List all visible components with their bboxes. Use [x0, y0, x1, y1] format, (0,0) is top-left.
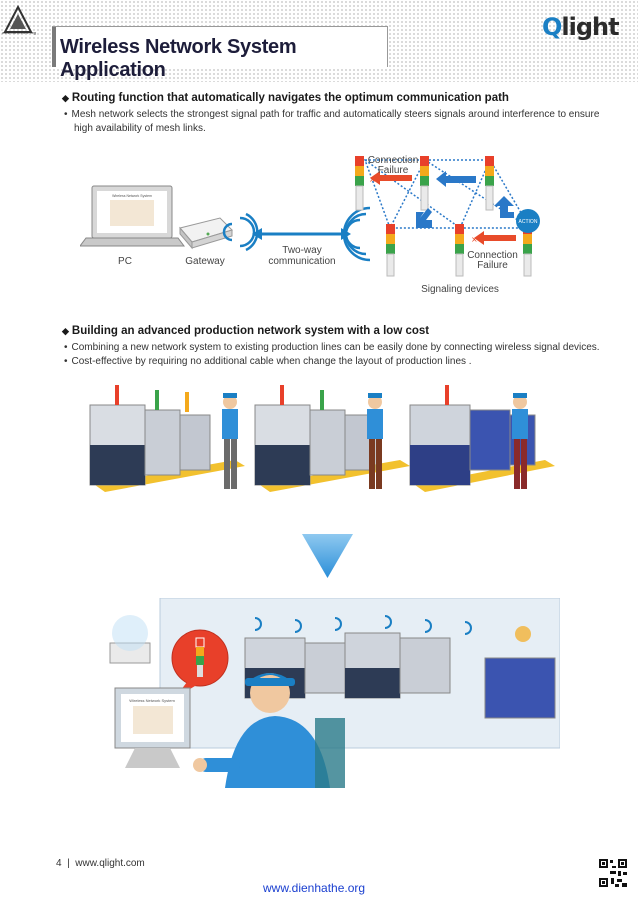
section1-title: ◆Routing function that automatically nav…: [62, 92, 509, 104]
qr-code-icon: [598, 858, 628, 888]
signal-tower-4: [386, 224, 395, 277]
two-way-label-1: Two-way: [282, 245, 322, 256]
footer-website[interactable]: www.qlight.com: [75, 858, 145, 869]
section2-bullet-2-text: Cost-effective by requiring no additiona…: [71, 356, 472, 367]
section1-bullet-1: •Mesh network selects the strongest sign…: [64, 108, 604, 122]
laptop-screen-title: Wireless Network System: [112, 194, 152, 198]
alert-glow-icon: [515, 626, 531, 642]
page-number: 4: [56, 858, 62, 869]
failure-arrow-top-icon: ×: [369, 171, 412, 185]
svg-text:×: ×: [471, 235, 478, 244]
production-line-3: [409, 385, 555, 492]
action-badge: [516, 209, 540, 233]
operator-figure: [193, 673, 330, 788]
diamond-bullet-icon: ◆: [62, 93, 69, 103]
diamond-bullet-icon: ◆: [62, 326, 69, 336]
chair-icon: [315, 718, 345, 788]
title-box: Wireless Network System Application: [52, 26, 388, 81]
section1-title-text: Routing function that automatically navi…: [71, 92, 509, 104]
page-footer: 4 | www.qlight.com: [56, 858, 145, 869]
section2-bullet-1: •Combining a new network system to exist…: [64, 341, 604, 355]
two-way-label-2: communication: [268, 256, 336, 267]
down-arrow-icon: [302, 534, 353, 578]
bullet-dot-icon: •: [64, 109, 68, 120]
section1-bullet-1-cont: high availability of mesh links.: [74, 122, 614, 136]
brand-logo: Qlight: [542, 13, 620, 41]
gateway-icon: [179, 217, 233, 250]
signal-tower-2: [420, 156, 429, 211]
monitor-icon: [114, 687, 191, 768]
section2-title: ◆Building an advanced production network…: [62, 325, 429, 337]
signaling-devices-label: Signaling devices: [421, 284, 499, 295]
svg-text:×: ×: [369, 175, 376, 184]
section1-bullet-1-text: Mesh network selects the strongest signa…: [71, 109, 600, 120]
section1-bullet-1-cont-text: high availability of mesh links.: [74, 123, 206, 134]
production-line-2: [254, 385, 410, 492]
two-way-arrow-icon: [252, 228, 351, 240]
production-line-1: [89, 385, 245, 492]
laptop-icon: [80, 185, 185, 247]
bullet-dot-icon: •: [64, 342, 68, 353]
signal-tower-1: [355, 156, 364, 211]
footer-separator: |: [67, 858, 70, 869]
monitor-screen-title: Wireless Network System: [129, 698, 175, 703]
reroute-arrows-icon: [416, 171, 514, 228]
gateway-label: Gateway: [185, 256, 225, 267]
pc-label: PC: [118, 256, 132, 267]
section2-bullet-2: •Cost-effective by requiring no addition…: [64, 355, 604, 369]
failure-top-label-2: Failure: [377, 165, 409, 176]
failure-right-label-1: Connection: [467, 250, 518, 261]
action-badge-text: ACTION: [519, 219, 538, 225]
failure-right-label-2: Failure: [477, 260, 508, 271]
signal-tower-3: [485, 156, 494, 211]
wifi-towers-icon: [254, 615, 472, 635]
section2-bullet-1-text: Combining a new network system to existi…: [71, 342, 600, 353]
page-title: Wireless Network System Application: [60, 36, 297, 81]
bullet-dot-icon: •: [64, 356, 68, 367]
title-accent-bar: [52, 27, 56, 67]
watermark-url[interactable]: www.dienhathe.org: [263, 881, 366, 895]
failure-top-label-1: Connection: [367, 155, 419, 166]
signal-tower-5: [455, 224, 464, 277]
control-room-illustration: Wireless Network System: [105, 598, 560, 788]
small-logo-text: www.dienhathe.org: [2, 30, 37, 35]
brand-logo-q: Q: [542, 13, 562, 41]
section2-title-text: Building an advanced production network …: [71, 325, 430, 337]
mesh-network-diagram: Wireless Network System: [80, 156, 540, 277]
production-lines-illustration: [89, 385, 555, 492]
company-logo-icon: [3, 5, 33, 33]
failure-arrow-right-icon: ×: [471, 231, 516, 245]
brand-logo-text: light: [561, 13, 619, 41]
